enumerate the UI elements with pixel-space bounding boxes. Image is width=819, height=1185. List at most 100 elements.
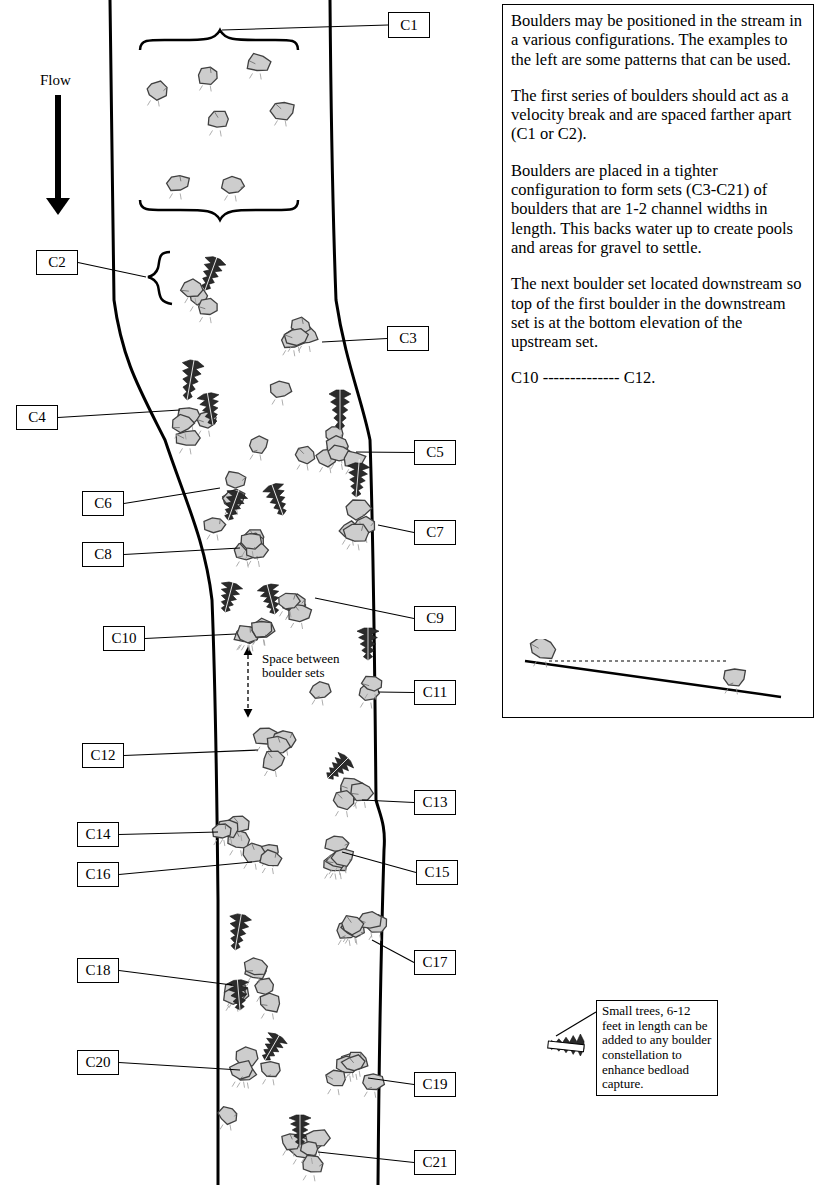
boulder xyxy=(245,958,268,975)
note-paragraph: The first series of boulders should act … xyxy=(511,86,805,144)
leader-line xyxy=(124,750,258,756)
boulder-texture xyxy=(284,394,285,396)
callout-box: C7 xyxy=(414,520,456,545)
grass-tuft xyxy=(328,1089,339,1095)
callout-box: C8 xyxy=(82,542,124,567)
spacing-label: Space between boulder sets xyxy=(262,652,344,681)
small-tree xyxy=(256,578,286,617)
boulder-texture xyxy=(315,696,319,698)
boulder-texture xyxy=(341,434,343,436)
boulder-texture xyxy=(340,936,345,938)
grass-tuft xyxy=(325,874,336,880)
boulder xyxy=(250,436,268,453)
boulder xyxy=(147,81,167,100)
leader-line xyxy=(372,940,414,963)
grass-tuft xyxy=(264,771,276,777)
boulder xyxy=(724,669,746,686)
callout-box: C10 xyxy=(103,626,145,651)
grass-tuft xyxy=(272,400,283,406)
grass-tuft xyxy=(253,639,265,645)
boulder-texture xyxy=(214,111,218,117)
boulder xyxy=(252,618,275,637)
grass-tuft xyxy=(200,85,212,91)
brace xyxy=(140,30,298,50)
boulder-texture xyxy=(249,61,256,64)
grass-tuft xyxy=(262,868,273,874)
boulder xyxy=(351,783,374,801)
grass-tuft xyxy=(214,840,225,846)
small-tree xyxy=(224,909,253,952)
grass-tuft xyxy=(263,1079,274,1085)
grass-tuft xyxy=(198,431,210,437)
boulder-texture xyxy=(176,434,184,438)
grass-tuft xyxy=(534,661,547,667)
explanation-box: Boulders may be positioned in the stream… xyxy=(502,4,814,718)
grass-tuft xyxy=(301,1158,312,1164)
leader-line xyxy=(124,548,240,555)
boulder xyxy=(241,534,261,550)
boulder-texture xyxy=(336,793,342,799)
leader-line xyxy=(124,488,220,504)
note-paragraph: Boulders are placed in a tighter configu… xyxy=(511,161,805,257)
boulder-texture xyxy=(362,524,364,531)
grass-tuft xyxy=(725,688,737,694)
callout-box: C15 xyxy=(416,860,458,885)
boulder-texture xyxy=(173,427,180,428)
grass-tuft xyxy=(179,448,190,454)
boulder-texture xyxy=(267,752,272,758)
callout-box: C9 xyxy=(414,606,456,631)
boulder xyxy=(295,446,314,463)
callout-box: C16 xyxy=(77,862,119,887)
callout-number: C6 xyxy=(94,495,112,512)
small-tree xyxy=(329,386,351,430)
boulder xyxy=(270,103,294,120)
callout-number: C18 xyxy=(85,962,110,979)
leader-line xyxy=(119,832,218,835)
grass-tuft xyxy=(261,1013,273,1019)
small-tree xyxy=(345,458,370,498)
flow-arrow xyxy=(55,95,61,205)
callout-number: C12 xyxy=(90,747,115,764)
boulder xyxy=(252,622,272,638)
boulder-texture xyxy=(255,556,258,558)
callout-number: C4 xyxy=(28,409,46,426)
boulder xyxy=(226,472,246,489)
brace xyxy=(148,252,172,304)
boulder-texture xyxy=(314,1154,316,1156)
boulder xyxy=(267,736,290,753)
boulder xyxy=(331,849,353,866)
grass-tuft xyxy=(210,130,222,136)
grass-tuft xyxy=(248,977,259,983)
boulder-texture xyxy=(351,793,359,794)
grass-tuft xyxy=(175,433,186,439)
boulder-texture xyxy=(302,599,305,603)
note-text: Small trees, 6-12 feet in length can be … xyxy=(602,1004,712,1092)
boulder-texture xyxy=(241,186,245,187)
boulder xyxy=(247,54,271,71)
callout-box: C14 xyxy=(77,822,119,847)
callout-number: C17 xyxy=(422,954,447,971)
grass-tuft xyxy=(275,120,287,126)
small-tree xyxy=(255,1027,290,1066)
note-paragraph: Boulders may be positioned in the stream… xyxy=(511,11,805,69)
example-tree xyxy=(548,1034,588,1056)
callout-box: C11 xyxy=(414,680,456,705)
boulder-texture xyxy=(349,859,351,861)
callout-number: C14 xyxy=(85,826,110,843)
boulder-texture xyxy=(275,853,277,858)
callout-number: C16 xyxy=(85,866,110,883)
boulder xyxy=(530,639,555,659)
callout-number: C13 xyxy=(422,794,447,811)
grass-tuft xyxy=(230,850,242,856)
grass-tuft xyxy=(303,1175,315,1181)
flow-arrowhead xyxy=(46,198,70,215)
callout-box: C21 xyxy=(414,1150,456,1175)
boulder xyxy=(271,381,292,397)
boulder-texture xyxy=(271,990,273,991)
boulder xyxy=(173,415,195,433)
boulder-texture xyxy=(267,1075,271,1077)
spacing-arrow xyxy=(247,648,248,716)
boulder-texture xyxy=(275,104,281,109)
boulder-texture xyxy=(181,290,189,292)
grass-tuft xyxy=(343,937,355,943)
